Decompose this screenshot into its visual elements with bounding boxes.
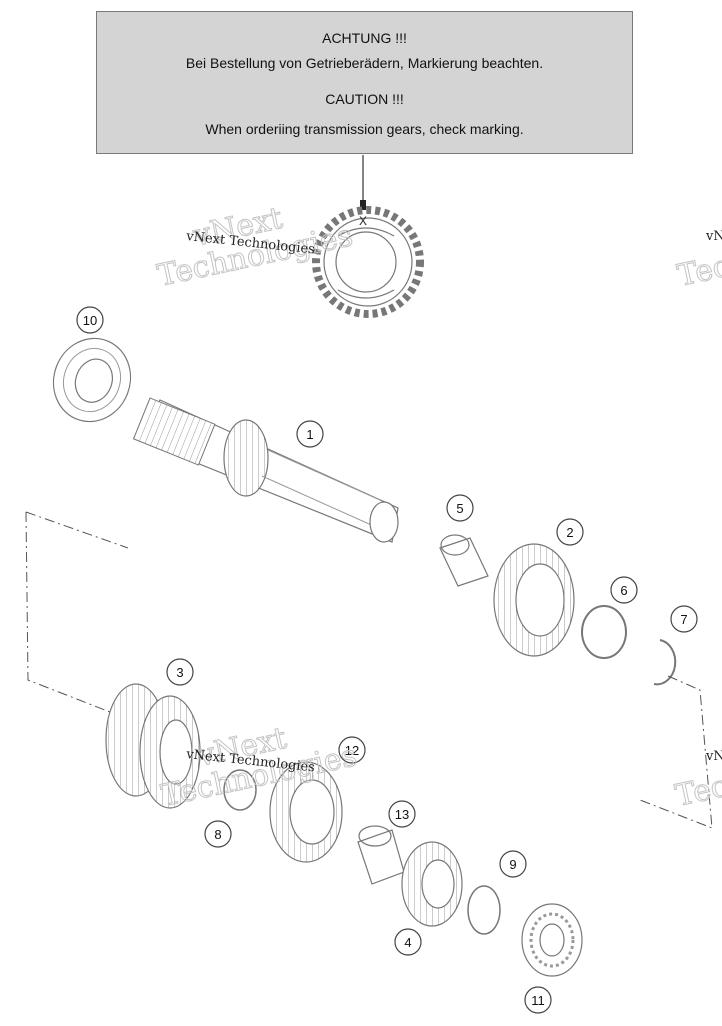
- callout-12: 12: [338, 736, 366, 764]
- needle-bearing-13: [357, 825, 405, 885]
- washer-6: [581, 605, 627, 659]
- callout-5: 5: [446, 494, 474, 522]
- svg-text:6: 6: [620, 583, 627, 598]
- svg-text:1: 1: [306, 427, 313, 442]
- callout-8: 8: [204, 820, 232, 848]
- assembly-line-top: [25, 511, 129, 549]
- svg-text:vN: vN: [705, 749, 722, 764]
- notice-text-en: When orderiing transmission gears, check…: [205, 121, 524, 137]
- svg-text:Tec: Tec: [674, 249, 722, 294]
- bushing-5: [439, 534, 489, 587]
- svg-text:Tec: Tec: [672, 769, 722, 814]
- watermark-right-top: vN Tec: [674, 229, 722, 294]
- marking-arrow: [360, 200, 366, 210]
- svg-text:12: 12: [345, 743, 359, 758]
- circlip-7: [653, 639, 677, 686]
- watermark-right-bottom: vN Tec: [672, 749, 722, 814]
- bearing-11: [521, 903, 583, 977]
- svg-text:2: 2: [566, 525, 573, 540]
- svg-text:9: 9: [509, 857, 516, 872]
- bearing-10: [52, 337, 132, 423]
- svg-text:4: 4: [404, 935, 411, 950]
- callout-10: 10: [76, 306, 104, 334]
- svg-text:11: 11: [531, 993, 545, 1008]
- notice-text-de: Bei Bestellung von Getrieberädern, Marki…: [185, 55, 544, 71]
- assembly-line-left: [25, 511, 111, 713]
- caution-notice-box: ACHTUNG !!! Bei Bestellung von Getrieber…: [96, 11, 633, 154]
- gear-3: [105, 683, 201, 809]
- assembly-line-right: [639, 675, 713, 829]
- callout-11: 11: [524, 986, 552, 1014]
- marked-gear-detail: [312, 206, 424, 318]
- svg-text:8: 8: [214, 827, 221, 842]
- notice-title-en: CAUTION !!!: [325, 91, 404, 107]
- washer-9: [467, 885, 501, 935]
- gear-2: [493, 543, 575, 657]
- svg-text:7: 7: [680, 612, 687, 627]
- callout-3: 3: [166, 658, 194, 686]
- callout-6: 6: [610, 576, 638, 604]
- svg-text:10: 10: [83, 313, 97, 328]
- callout-9: 9: [499, 850, 527, 878]
- svg-text:13: 13: [395, 807, 409, 822]
- gear-4: [401, 841, 463, 927]
- svg-text:vN: vN: [705, 229, 722, 244]
- main-shaft-1: [132, 397, 399, 543]
- notice-title-de: ACHTUNG !!!: [322, 30, 407, 46]
- watermark-top: vNext Technologies vNext Technologies: [154, 200, 356, 294]
- marking-x-label: X: [359, 214, 367, 228]
- callout-2: 2: [556, 518, 584, 546]
- callout-4: 4: [394, 928, 422, 956]
- washer-8: [223, 769, 257, 811]
- gear-12: [269, 761, 343, 863]
- callout-7: 7: [670, 605, 698, 633]
- svg-text:5: 5: [456, 501, 463, 516]
- callout-13: 13: [388, 800, 416, 828]
- callout-1: 1: [296, 420, 324, 448]
- svg-text:3: 3: [176, 665, 183, 680]
